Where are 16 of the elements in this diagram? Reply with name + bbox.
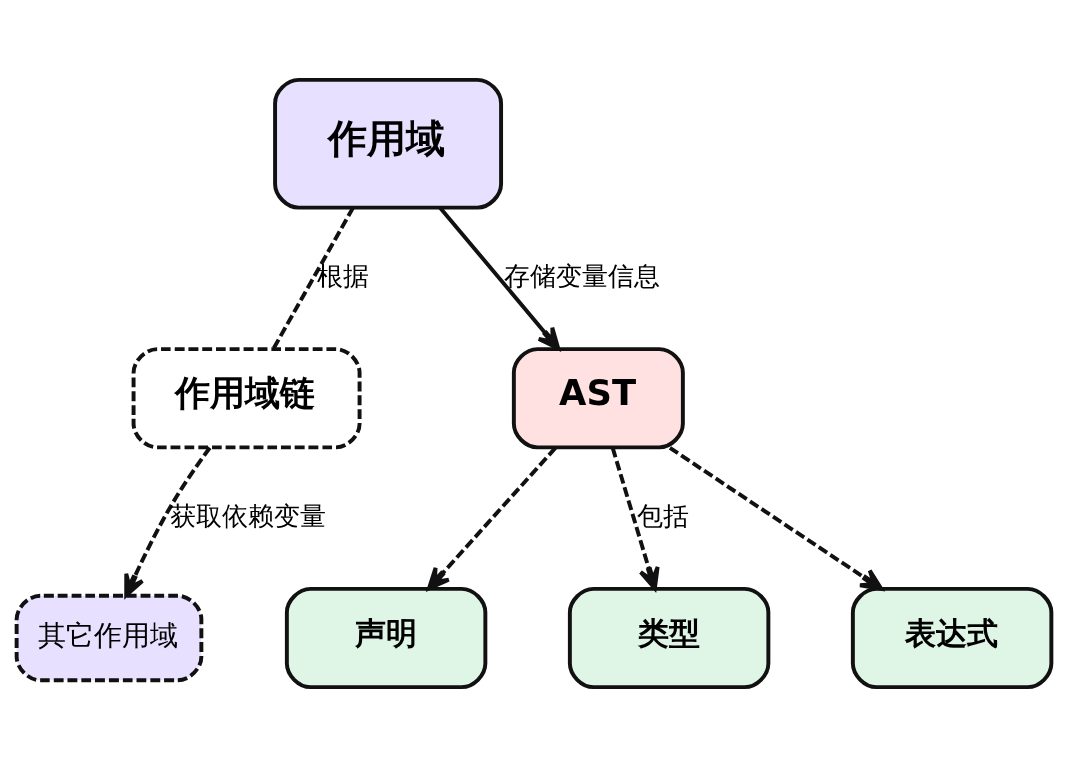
- arrow: [124, 446, 212, 597]
- arrow: [668, 445, 884, 591]
- arrow: [610, 446, 660, 590]
- node-box: 其它作用域: [14, 593, 204, 682]
- node-box: AST: [511, 346, 685, 449]
- edge-label: 包括: [637, 500, 690, 531]
- arrow: [427, 446, 557, 590]
- connector: [271, 206, 355, 349]
- edge-label: 存储变量信息: [503, 260, 660, 291]
- node-box: 声明: [284, 586, 488, 689]
- edge-label: 根据: [316, 260, 369, 291]
- node-box: 作用域链: [131, 346, 362, 449]
- edge-label: 获取依赖变量: [169, 500, 326, 531]
- node-box: 作用域: [273, 77, 504, 210]
- node-box: 类型: [567, 586, 771, 689]
- node-box: 表达式: [850, 586, 1054, 689]
